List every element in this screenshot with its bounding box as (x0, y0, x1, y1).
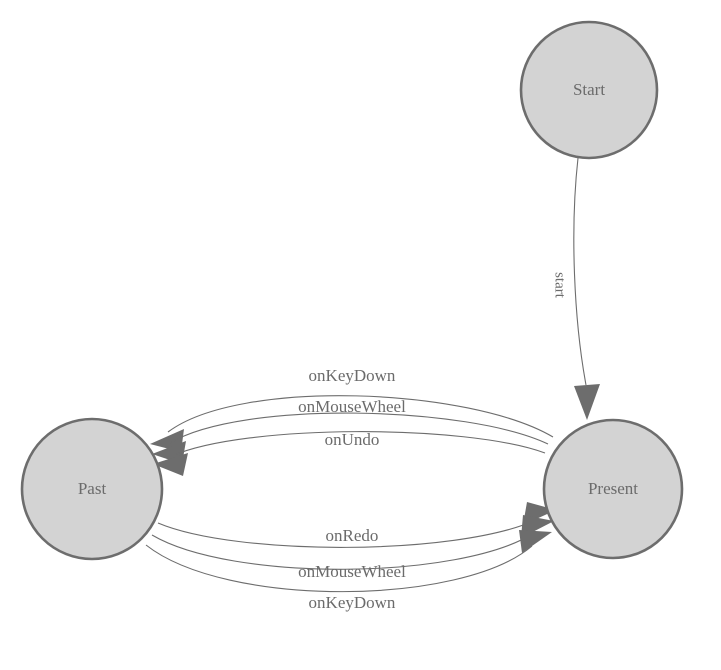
arrowhead-past-to-present-onkeydown (519, 530, 552, 553)
node-present-label: Present (588, 479, 638, 498)
edge-label-present-to-past-onundo: onUndo (325, 430, 380, 449)
node-present[interactable]: Present (542, 418, 684, 560)
edge-present-to-past-onundo[interactable]: onUndo (153, 430, 546, 476)
edge-label-present-to-past-onkeydown: onKeyDown (309, 366, 396, 385)
edge-past-to-present-onmousewheel[interactable]: onMouseWheel (151, 515, 554, 581)
node-past[interactable]: Past (20, 417, 164, 561)
arrowhead-present-to-past-onundo (153, 453, 188, 476)
node-past-circle (20, 417, 164, 561)
edge-label-past-to-present-onmousewheel: onMouseWheel (298, 562, 406, 581)
edge-start-to-present[interactable]: start (552, 157, 600, 420)
edge-past-to-present-onkeydown-path (145, 544, 533, 593)
node-past-label: Past (78, 479, 107, 498)
edge-past-to-present-onkeydown[interactable]: onKeyDown (145, 530, 552, 612)
edge-start-to-present-path (573, 157, 587, 386)
arrowhead-start-to-present (574, 384, 600, 420)
edge-past-to-present-onredo[interactable]: onRedo (157, 502, 556, 548)
node-present-circle (542, 418, 684, 560)
edge-label-start: start (552, 272, 568, 299)
node-start-label: Start (573, 80, 605, 99)
edge-label-past-to-present-onredo: onRedo (326, 526, 379, 545)
node-start-circle (519, 20, 659, 160)
edge-present-to-past-onkeydown-path (167, 395, 554, 438)
edge-past-to-present-onmousewheel-path (151, 532, 535, 570)
edge-label-past-to-present-onkeydown: onKeyDown (309, 593, 396, 612)
node-start[interactable]: Start (519, 20, 659, 160)
edge-past-to-present-onredo-path (157, 519, 537, 548)
edge-present-to-past-onundo-path (171, 431, 546, 457)
edge-label-present-to-past-onmousewheel: onMouseWheel (298, 397, 406, 416)
edge-present-to-past-onmousewheel-path (169, 412, 549, 445)
